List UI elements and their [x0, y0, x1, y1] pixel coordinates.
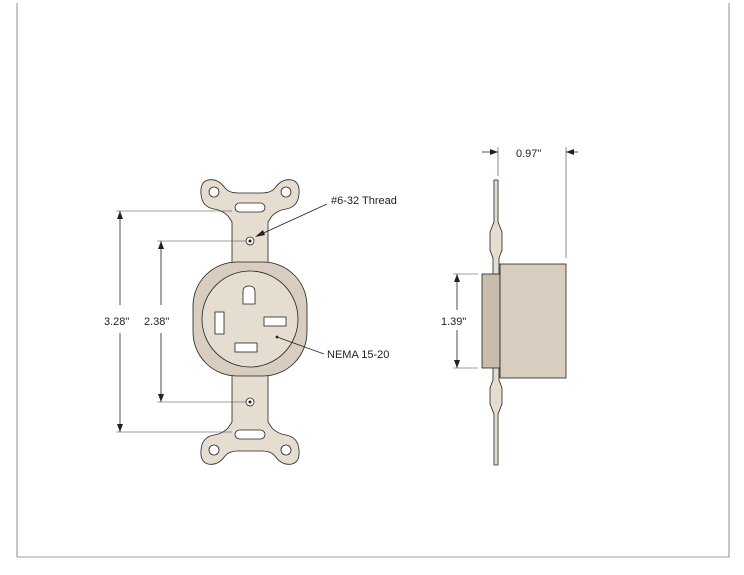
- dim-overall-height-label: 3.28": [104, 316, 129, 328]
- front-view: 3.28" 2.38" #6-32 Thread NEMA 15-20: [104, 179, 397, 465]
- callout-thread-leader: [255, 203, 328, 237]
- dimension-overall-height: [116, 210, 232, 433]
- side-view: 0.97" 1.39": [441, 147, 578, 466]
- ear-hole-icon: [208, 444, 220, 456]
- side-body: [499, 263, 567, 379]
- dim-body-height-label: 1.39": [441, 316, 466, 328]
- receptacle-face: [201, 270, 299, 368]
- dimension-screw-spacing: [157, 240, 246, 403]
- dimension-depth: [482, 147, 578, 258]
- slot-bottom-icon: [234, 342, 258, 353]
- slot-hole-icon: [234, 429, 266, 440]
- callout-thread-label: #6-32 Thread: [331, 195, 397, 207]
- side-body-front: [481, 273, 501, 369]
- dimension-body-height: [453, 273, 478, 369]
- slot-hole-icon: [234, 202, 266, 213]
- dim-screw-spacing-label: 2.38": [144, 316, 169, 328]
- slot-vertical-icon: [214, 311, 225, 335]
- ear-hole-icon: [208, 186, 220, 198]
- dim-depth-label: 0.97": [516, 148, 541, 160]
- ear-hole-icon: [280, 186, 292, 198]
- callout-type-leader: [275, 335, 325, 355]
- ground-pin-icon: [242, 285, 256, 305]
- drawing-border: [16, 3, 730, 558]
- ear-hole-icon: [280, 444, 292, 456]
- slot-horizontal-icon: [263, 316, 287, 327]
- mounting-strap: [200, 179, 300, 273]
- callout-type-label: NEMA 15-20: [327, 349, 389, 361]
